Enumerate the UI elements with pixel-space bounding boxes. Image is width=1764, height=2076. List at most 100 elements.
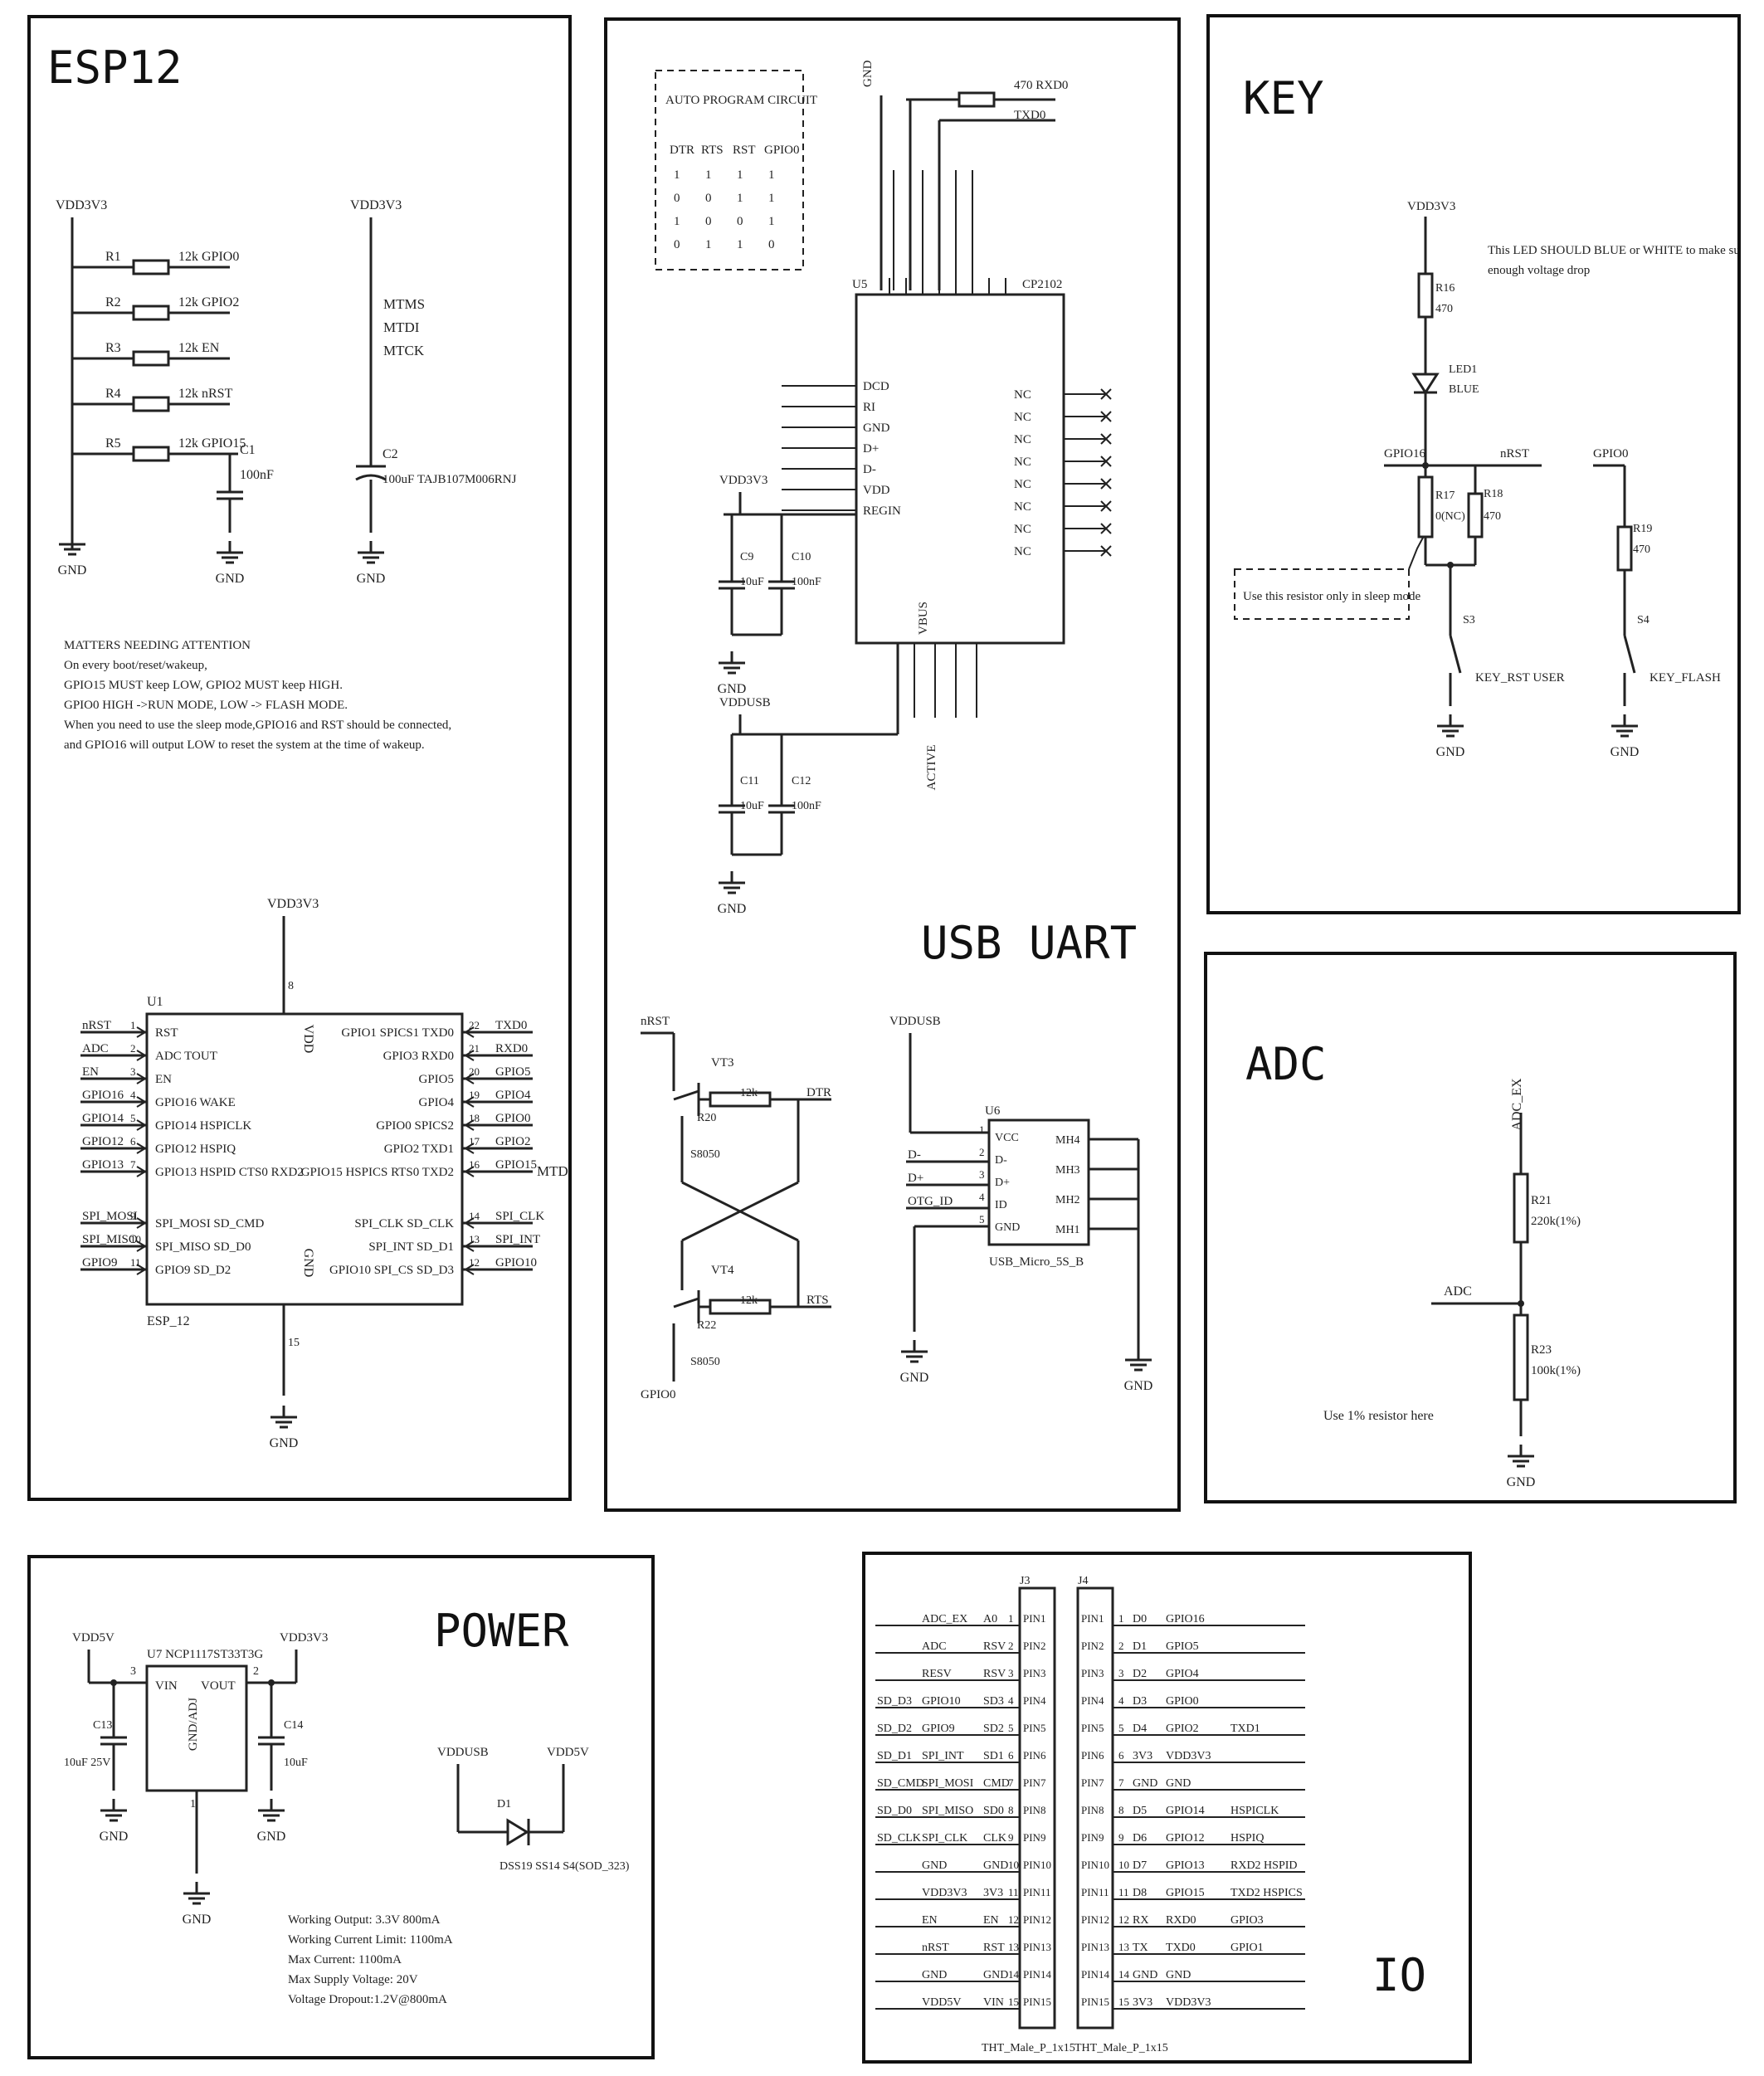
cap-value: 10uF — [740, 800, 764, 812]
pin-name: GPIO10 SPI_CS SD_D3 — [329, 1264, 454, 1277]
switch-ref: S3 — [1463, 614, 1475, 626]
transistor-name: S8050 — [690, 1148, 720, 1161]
io-alias: SD1 — [983, 1750, 1004, 1762]
io-net: SPI_INT — [922, 1750, 964, 1762]
connector-ref: J4 — [1078, 1575, 1088, 1587]
resistor-ref: R20 — [697, 1112, 716, 1124]
connector-pin: ID — [995, 1199, 1007, 1211]
cp2102-chip — [855, 293, 1065, 645]
net-label: D- — [908, 1148, 921, 1162]
wire — [464, 1050, 475, 1061]
gnd-label: GND — [1611, 745, 1640, 759]
table-title: AUTO PROGRAM CIRCUIT — [665, 94, 817, 107]
wire — [1100, 545, 1112, 557]
pin-number: 1 — [1008, 1612, 1014, 1625]
pin-number: 20 — [469, 1065, 480, 1078]
wire — [136, 1143, 147, 1154]
led-ref: LED1 — [1449, 363, 1477, 376]
wire — [1100, 456, 1112, 467]
chip-pin: NC — [1014, 545, 1031, 558]
net-label: VDD5V — [547, 1746, 589, 1759]
pin-number: 5 — [130, 1112, 136, 1124]
pin-net: SPI_CLK — [495, 1210, 544, 1223]
pin-net: GPIO9 — [82, 1256, 118, 1269]
resistor-value: 470 — [1633, 543, 1650, 556]
pin-number: 8 — [1008, 1804, 1014, 1816]
switch-name: KEY_RST USER — [1475, 671, 1565, 685]
pin-number: 11 — [130, 1256, 141, 1269]
io-alias: TX — [1133, 1942, 1148, 1954]
pin-number: 11 — [1008, 1886, 1019, 1898]
pin-net: SPI_INT — [495, 1233, 540, 1246]
table-cell: 1 — [705, 238, 712, 251]
wire — [1100, 500, 1112, 512]
table-cell: 0 — [737, 215, 743, 228]
io-title: IO — [1372, 1949, 1427, 2001]
resistor — [132, 396, 170, 412]
net-label: VDDUSB — [889, 1015, 941, 1028]
net-label: GND — [861, 60, 875, 87]
net-label: GPIO0 — [1593, 447, 1629, 461]
net-label: VDD3V3 — [1407, 200, 1455, 213]
chip-pin: NC — [1014, 411, 1031, 424]
header-pin: PIN3 — [1023, 1667, 1045, 1679]
esp12-title: ESP12 — [47, 41, 183, 94]
connector-name: USB_Micro_5S_B — [989, 1255, 1084, 1269]
connector-ref: U6 — [985, 1104, 1001, 1118]
io-alias: CLK — [983, 1832, 1006, 1845]
pin-number: 10 — [130, 1233, 141, 1245]
wire — [1408, 535, 1425, 570]
net-label: VDD3V3 — [719, 474, 767, 487]
wire — [464, 1217, 475, 1229]
io-alias: RST — [983, 1942, 1005, 1954]
table-cell: 1 — [737, 168, 743, 182]
spec-text: Voltage Dropout:1.2V@800mA — [288, 1993, 447, 2006]
pin-net: GPIO16 — [82, 1089, 124, 1102]
table-cell: 1 — [674, 168, 680, 182]
cap-value: 100nF — [792, 800, 821, 812]
resistor-ref: R21 — [1531, 1194, 1552, 1207]
net-label: OTG_ID — [908, 1195, 953, 1208]
pin-number: 1 — [1118, 1612, 1124, 1625]
table-cell: 1 — [737, 238, 743, 251]
pin-number: 13 — [1118, 1941, 1129, 1953]
cap-ref: C13 — [93, 1719, 112, 1732]
pin-number: 13 — [469, 1233, 480, 1245]
pin-net: RXD0 — [495, 1042, 528, 1055]
regulator-name: U7 NCP1117ST33T3G — [147, 1648, 263, 1661]
wire — [136, 1073, 147, 1084]
pin-number: 1 — [190, 1798, 196, 1810]
pin-number: 11 — [1118, 1886, 1129, 1898]
wire — [464, 1073, 475, 1084]
resistor — [132, 259, 170, 275]
pin-number: 13 — [1008, 1941, 1019, 1953]
wire — [136, 1119, 147, 1131]
pin-name: VIN — [155, 1679, 178, 1693]
io-net: GPIO2 — [1166, 1723, 1199, 1735]
wire — [464, 1096, 475, 1108]
header-pin: PIN11 — [1023, 1886, 1050, 1898]
cap-ref: C2 — [383, 447, 398, 461]
io-alias: EN — [983, 1914, 999, 1927]
wire — [673, 1089, 699, 1101]
gnd-label: GND — [216, 572, 245, 586]
net-label: ACTIVE — [925, 745, 938, 791]
table-cell: 1 — [768, 215, 775, 228]
io-net: TXD0 — [1166, 1942, 1196, 1954]
resistor-ref: R2 — [105, 295, 121, 309]
header-pin: PIN10 — [1081, 1859, 1109, 1871]
io-net: nRST — [922, 1942, 949, 1954]
chip-pin: NC — [1014, 456, 1031, 469]
net-label: VDDUSB — [719, 696, 771, 709]
table-cell: 1 — [737, 192, 743, 205]
table-cell: 0 — [705, 192, 712, 205]
pin-number: 22 — [469, 1019, 480, 1031]
pin-number: 2 — [253, 1665, 259, 1678]
transistor-ref: VT3 — [711, 1056, 734, 1070]
net-label: MTCK — [383, 343, 425, 358]
connector-ref: J3 — [1020, 1575, 1030, 1587]
pin-name: GPIO4 — [418, 1096, 454, 1109]
io-alias: 3V3 — [1133, 1996, 1152, 2009]
io-net: GPIO9 — [922, 1723, 955, 1735]
